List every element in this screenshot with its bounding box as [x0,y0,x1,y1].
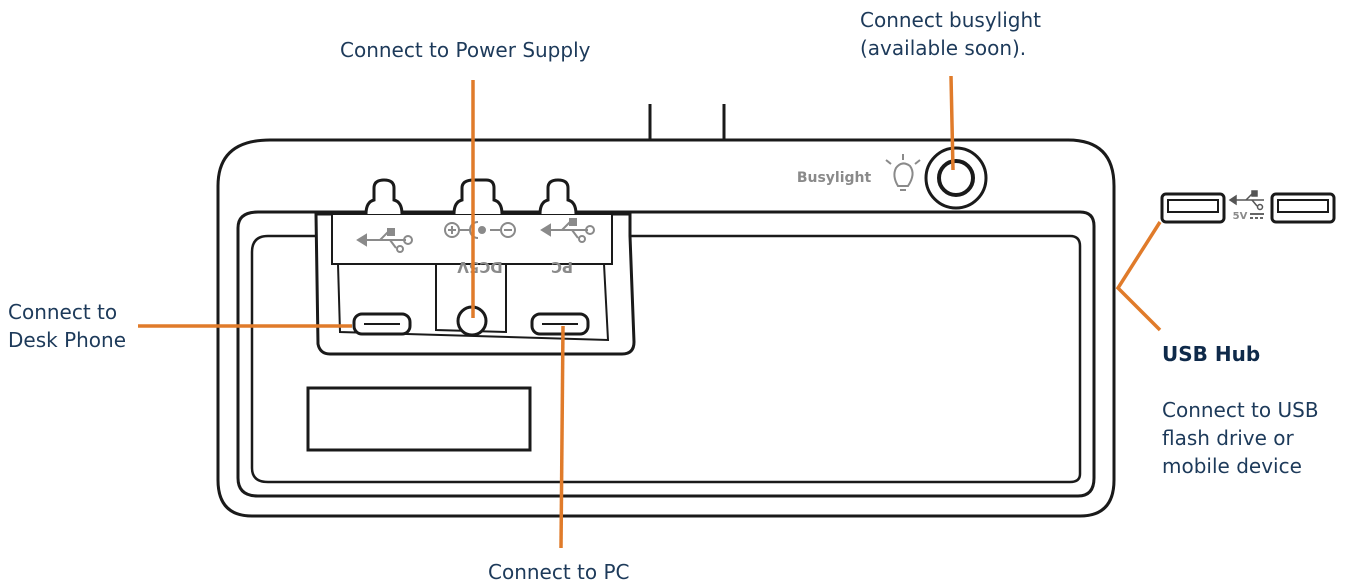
usb-hub-port-left-slot [1167,199,1219,213]
lightbulb-icon [885,154,921,191]
usb-hub-symbol-icon [1228,190,1264,211]
callout-busylight-line [949,75,955,171]
busylight-port [937,159,975,197]
device-frame [236,210,1096,498]
notch-pc [538,178,578,215]
busylight-label: Connect busylight (available soon). [860,8,1042,60]
pc-usb-symbol-icon [540,218,595,243]
usb-hub-description: Connect to USB flash drive or mobile dev… [1162,398,1319,478]
callout-usb-hub-line [1115,221,1162,332]
port-lower-body [336,263,610,342]
callout-pc-line [559,325,565,549]
dc-polarity-icon [444,221,516,239]
usb-hub-label: USB Hub Connect to USB flash drive or mo… [1162,312,1319,480]
usb-symbol-icon [356,228,413,253]
device-screen [250,234,1082,484]
callout-lines [138,75,1162,549]
usb-hub-title: USB Hub [1162,342,1261,366]
busylight-text: Busylight [797,170,872,186]
desk-phone-label: Connect to Desk Phone [8,300,127,352]
pc-label-callout: Connect to PC [488,560,630,584]
hub-voltage-label: 5V [1233,211,1248,222]
notch-dc [452,178,504,215]
notch-usb [364,178,404,215]
power-supply-label: Connect to Power Supply [340,38,591,62]
usb-hub-port-right-slot [1277,199,1329,213]
label-window [306,386,532,452]
dc-label: DC5V [457,258,503,276]
pc-label: PC [551,258,573,276]
